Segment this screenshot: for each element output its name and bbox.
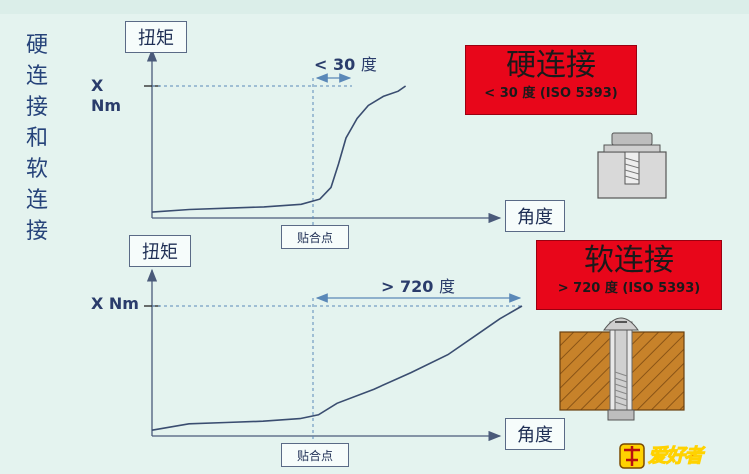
top-unit-x: X (91, 76, 104, 95)
soft-joint-bolt-head (603, 317, 639, 331)
side-title-char: 连 (26, 188, 49, 213)
side-title-char: 软 (26, 157, 49, 182)
bottom-angle-annotation: > 720 度 (381, 273, 455, 297)
soft-joint-subtitle: > 720 度 (ISO 5393) (557, 281, 701, 296)
side-title-char: 接 (26, 95, 49, 120)
top-y-axis-label: 扭矩 (125, 21, 187, 53)
top-angle-annotation: < 30 度 (314, 51, 377, 75)
bottom-angle-unit: 度 (438, 277, 455, 296)
top-torque-curve (151, 85, 407, 213)
soft-joint-illustration (559, 317, 685, 421)
bottom-unit-label: X Nm (91, 294, 139, 313)
top-snug-point-label: 贴合点 (281, 225, 349, 249)
bottom-axes (144, 268, 523, 442)
side-title-char: 硬 (26, 33, 49, 58)
hard-joint-washer (603, 144, 661, 153)
side-title-char: 接 (26, 219, 49, 244)
hard-joint-illustration (597, 132, 667, 199)
top-unit-nm: Nm (91, 96, 122, 115)
top-strip (0, 0, 749, 14)
bottom-snug-point-label: 贴合点 (281, 443, 349, 467)
top-angle-unit: 度 (360, 55, 377, 74)
bottom-torque-curve (151, 305, 523, 431)
logo-text: 爱好者 (647, 445, 703, 468)
soft-joint-nut (607, 409, 635, 421)
hard-joint-title: 硬连接 (506, 48, 596, 83)
hard-joint-box: 硬连接 < 30 度 (ISO 5393) (465, 45, 637, 115)
site-logo: 爱好者 (618, 440, 746, 472)
logo-mark-icon (619, 443, 645, 469)
side-title: 硬 连 接 和 软 连 接 (26, 30, 48, 247)
bottom-y-axis-label: 扭矩 (129, 235, 191, 267)
hard-joint-subtitle: < 30 度 (ISO 5393) (484, 86, 618, 101)
top-x-axis-label: 角度 (505, 200, 565, 232)
side-title-char: 连 (26, 64, 49, 89)
hard-joint-bolt-head (611, 132, 653, 146)
bottom-angle-value: > 720 (381, 277, 434, 296)
soft-joint-box: 软连接 > 720 度 (ISO 5393) (536, 240, 722, 310)
side-title-char: 和 (26, 126, 49, 151)
soft-joint-title: 软连接 (584, 243, 674, 278)
top-axes (144, 48, 502, 226)
bottom-x-axis-label: 角度 (505, 418, 565, 450)
top-angle-value: < 30 (314, 55, 356, 74)
